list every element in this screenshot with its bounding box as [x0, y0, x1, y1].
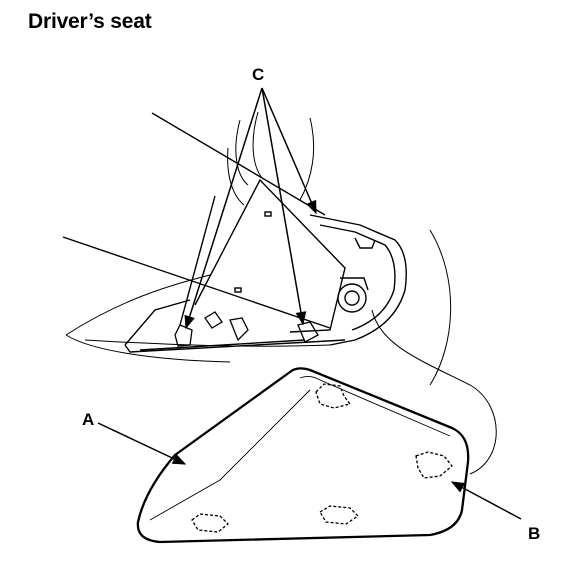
- leader-c-3: [261, 87, 307, 326]
- callout-b: B: [528, 524, 540, 543]
- cover-clip-tabs: [191, 383, 453, 533]
- connector-wire: [371, 309, 497, 475]
- callout-leaders: [97, 87, 522, 520]
- leader-c-2: [184, 87, 263, 330]
- seat-bolt: [337, 277, 369, 313]
- diagram-title: Driver’s seat: [28, 10, 152, 33]
- leader-c-1: [261, 87, 317, 215]
- callout-a: A: [82, 410, 94, 429]
- callout-c: C: [252, 65, 264, 84]
- seat-outline: [65, 111, 452, 386]
- seat-side-panel: [124, 178, 407, 353]
- seat-cover-a: [136, 367, 470, 544]
- leader-a: [97, 422, 187, 465]
- leader-b: [450, 481, 522, 520]
